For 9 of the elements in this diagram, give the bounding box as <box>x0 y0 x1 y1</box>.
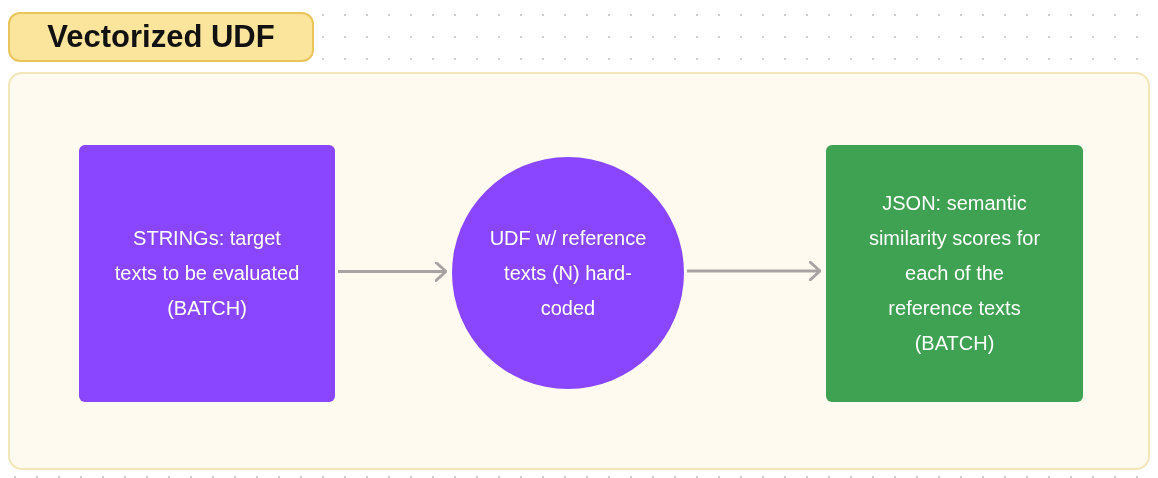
group-panel <box>8 72 1150 470</box>
node-label: STRINGs: target texts to be evaluated (BATCH) <box>113 226 301 321</box>
node-label: JSON: semantic similarity scores for each of the reference texts (BATCH) <box>867 191 1042 356</box>
process-box <box>79 145 335 402</box>
arrow <box>338 261 448 282</box>
process-box <box>826 145 1083 402</box>
title-badge: Vectorized UDF <box>8 12 314 62</box>
node-label: UDF w/ reference texts (N) hard-coded <box>488 225 648 321</box>
arrow <box>687 260 822 282</box>
